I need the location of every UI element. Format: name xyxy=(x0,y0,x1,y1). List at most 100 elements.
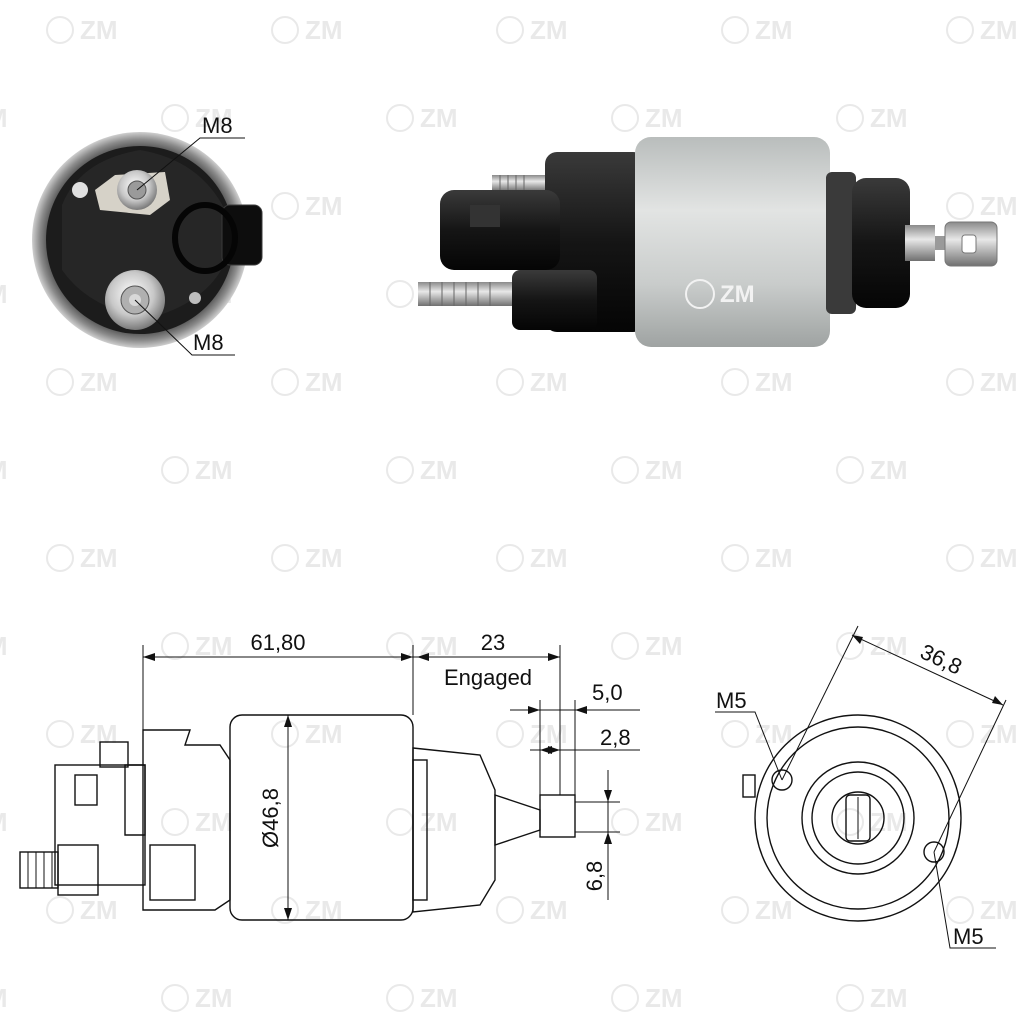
watermark-text: ZM xyxy=(645,983,683,1013)
watermark-icon xyxy=(161,808,189,836)
watermark-icon xyxy=(721,368,749,396)
photo-end-view: M8 M8 xyxy=(32,113,263,356)
watermark-text: ZM xyxy=(0,631,8,661)
watermark-icon xyxy=(946,192,974,220)
watermark-text: ZM xyxy=(645,631,683,661)
watermark-icon xyxy=(721,720,749,748)
watermark-icon xyxy=(386,808,414,836)
watermark-text: ZM xyxy=(755,367,793,397)
watermark-icon xyxy=(161,984,189,1012)
watermark-text: ZM xyxy=(80,15,118,45)
watermark-text: ZM xyxy=(420,983,458,1013)
watermark-icon xyxy=(836,632,864,660)
watermark-icon xyxy=(161,456,189,484)
watermark-text: ZM xyxy=(0,455,8,485)
watermark-text: ZM xyxy=(195,983,233,1013)
watermark-icon xyxy=(161,632,189,660)
watermark-icon xyxy=(46,544,74,572)
watermark-text: ZM xyxy=(755,895,793,925)
watermark-text: ZM xyxy=(0,103,8,133)
watermark-icon xyxy=(611,808,639,836)
watermark-text: ZM xyxy=(980,15,1018,45)
watermark-text: ZM xyxy=(645,455,683,485)
watermark-text: ZM xyxy=(980,719,1018,749)
watermark-icon xyxy=(611,632,639,660)
watermark-icon xyxy=(386,104,414,132)
watermark-icon xyxy=(271,544,299,572)
watermark-text: ZM xyxy=(645,103,683,133)
watermark-icon xyxy=(611,456,639,484)
watermark-icon xyxy=(496,896,524,924)
watermark-text: ZM xyxy=(755,543,793,573)
watermark-text: ZM xyxy=(195,103,233,133)
watermark-text: ZM xyxy=(0,807,8,837)
watermark-icon xyxy=(271,16,299,44)
watermark-text: ZM xyxy=(195,455,233,485)
watermark-icon xyxy=(496,544,524,572)
bottom-terminal-label: M8 xyxy=(193,330,224,355)
watermark-icon xyxy=(946,544,974,572)
watermark-text: ZM xyxy=(0,279,8,309)
watermark-icon xyxy=(611,984,639,1012)
watermark-icon xyxy=(721,896,749,924)
watermark-icon xyxy=(386,456,414,484)
watermark-text: ZM xyxy=(305,367,343,397)
watermark-icon xyxy=(46,16,74,44)
watermark-icon xyxy=(836,984,864,1012)
watermark-icon xyxy=(161,104,189,132)
watermark-icon xyxy=(496,16,524,44)
watermark-text: ZM xyxy=(80,367,118,397)
eye-height-label: 6,8 xyxy=(582,861,607,892)
watermark-icon xyxy=(271,192,299,220)
watermark-text: ZM xyxy=(755,15,793,45)
watermark-text: ZM xyxy=(755,719,793,749)
watermark-text: ZM xyxy=(195,807,233,837)
watermark-text: ZM xyxy=(80,543,118,573)
watermark-text: ZM xyxy=(80,895,118,925)
watermark-text: ZM xyxy=(195,631,233,661)
hole-spacing-label: 36,8 xyxy=(916,639,965,680)
watermark-icon xyxy=(611,104,639,132)
watermark-icon xyxy=(946,896,974,924)
upper-hole-label: M5 xyxy=(716,688,747,713)
watermark-icon xyxy=(836,808,864,836)
watermark-icon xyxy=(836,104,864,132)
watermark-text: ZM xyxy=(645,807,683,837)
watermark-icon xyxy=(386,984,414,1012)
watermark-text: ZM xyxy=(980,191,1018,221)
stroke-note: Engaged xyxy=(444,665,532,690)
watermark-text: ZM xyxy=(870,983,908,1013)
drawing-side-view: 61,80 23 Engaged 5,0 2,8 Ø46,8 6,8 xyxy=(19,630,640,921)
watermark-text: ZM xyxy=(420,103,458,133)
watermark-text: ZM xyxy=(305,719,343,749)
watermark-layer: ZM ZM ZM ZM ZM ZM ZM ZM ZM ZM ZM ZM ZM ZM ZM ZM ZM ZM ZM ZM… xyxy=(0,15,1018,1013)
watermark-icon xyxy=(496,720,524,748)
watermark-text: ZM xyxy=(870,455,908,485)
watermark-icon xyxy=(946,720,974,748)
diameter-label: Ø46,8 xyxy=(258,788,283,848)
watermark-text: ZM xyxy=(530,895,568,925)
photo-side-view: ZM xyxy=(418,137,998,347)
watermark-icon xyxy=(386,280,414,308)
watermark-icon xyxy=(721,544,749,572)
watermark-icon xyxy=(46,720,74,748)
watermark-icon xyxy=(46,896,74,924)
watermark-text: ZM xyxy=(530,719,568,749)
stroke-label: 23 xyxy=(481,630,505,655)
watermark-icon xyxy=(386,632,414,660)
watermark-text: ZM xyxy=(420,455,458,485)
watermark-icon xyxy=(721,16,749,44)
watermark-text: ZM xyxy=(420,807,458,837)
watermark-text: ZM xyxy=(80,719,118,749)
dim-a-label: 5,0 xyxy=(592,680,623,705)
watermark-icon xyxy=(271,720,299,748)
watermark-icon xyxy=(46,368,74,396)
watermark-icon xyxy=(946,16,974,44)
watermark-icon xyxy=(271,896,299,924)
lower-hole-label: M5 xyxy=(953,924,984,949)
watermark-text: ZM xyxy=(305,543,343,573)
watermark-text: ZM xyxy=(980,543,1018,573)
watermark-icon xyxy=(271,368,299,396)
watermark-text: ZM xyxy=(980,895,1018,925)
